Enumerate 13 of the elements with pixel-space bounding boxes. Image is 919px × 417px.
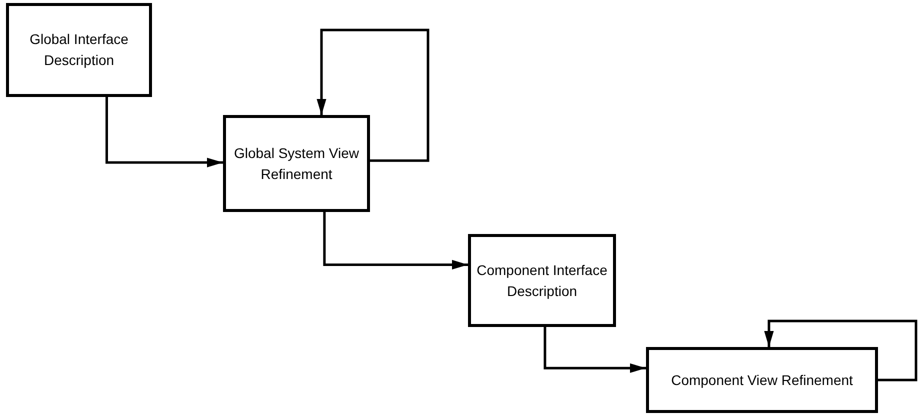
box-label: Global System View Refinement: [232, 144, 360, 184]
arrow: [106, 97, 223, 168]
process-box: [468, 234, 616, 327]
process-box: [223, 115, 370, 212]
arrow: [316, 28, 430, 162]
process-box: [6, 3, 152, 97]
box-label: Component Interface Description: [476, 260, 608, 301]
arrow: [764, 320, 918, 382]
arrow: [544, 327, 646, 373]
box-label: Component View Refinement: [671, 370, 853, 390]
box-label: Global Interface Description: [28, 30, 130, 70]
arrow: [323, 212, 468, 270]
process-box: [646, 347, 878, 413]
